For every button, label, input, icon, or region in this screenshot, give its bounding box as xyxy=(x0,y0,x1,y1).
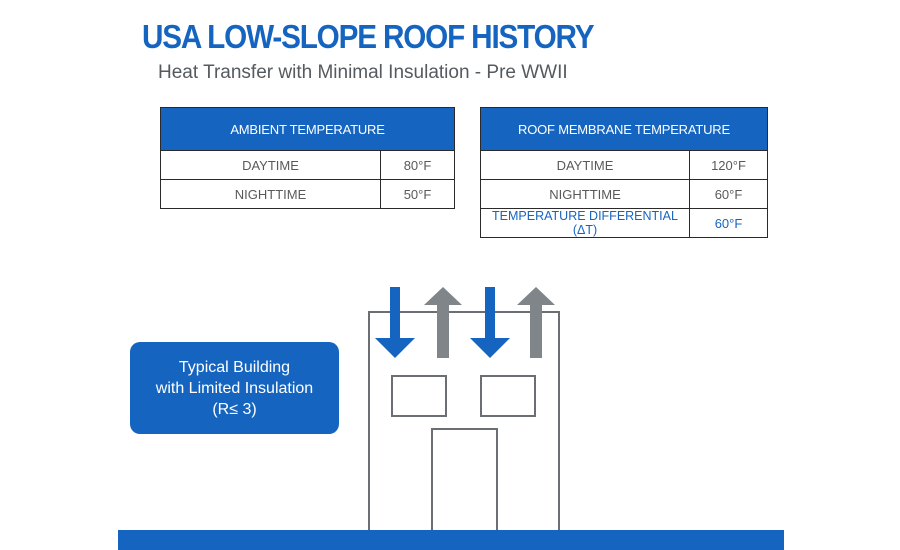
callout-line-2: with Limited Insulation xyxy=(155,379,314,397)
temperature-differential-value: 60°F xyxy=(689,208,768,238)
ambient-nighttime-value: 50°F xyxy=(379,179,456,209)
callout-line-3: (R≤ 3) xyxy=(212,400,257,418)
page-subtitle: Heat Transfer with Minimal Insulation - … xyxy=(158,62,568,83)
ambient-daytime-value: 80°F xyxy=(379,150,456,180)
building-door xyxy=(431,428,498,533)
page-title: USA LOW-SLOPE ROOF HISTORY xyxy=(142,18,595,55)
membrane-daytime-value: 120°F xyxy=(689,150,768,180)
arrow-up-icon xyxy=(424,287,462,358)
ambient-temperature-table: AMBIENT TEMPERATURE DAYTIME 80°F NIGHTTI… xyxy=(159,107,456,209)
roof-membrane-temperature-table: ROOF MEMBRANE TEMPERATURE DAYTIME 120°F … xyxy=(480,107,768,238)
table-row: NIGHTTIME 50°F xyxy=(160,179,456,209)
arrow-down-icon xyxy=(470,287,510,358)
arrow-up-icon xyxy=(517,287,555,358)
table-row: DAYTIME 80°F xyxy=(160,150,456,180)
membrane-table-header: ROOF MEMBRANE TEMPERATURE xyxy=(480,107,768,151)
table-row: TEMPERATURE DIFFERENTIAL (ΔT) 60°F xyxy=(480,208,768,238)
ambient-table-header: AMBIENT TEMPERATURE xyxy=(159,107,456,151)
ambient-nighttime-label: NIGHTTIME xyxy=(160,179,381,209)
building-callout: Typical Building with Limited Insulation… xyxy=(130,342,339,434)
ground-bar xyxy=(118,530,784,550)
ambient-daytime-label: DAYTIME xyxy=(160,150,381,180)
arrow-down-icon xyxy=(375,287,415,358)
building-window-right xyxy=(480,375,536,417)
callout-line-1: Typical Building xyxy=(178,358,291,376)
temperature-differential-label: TEMPERATURE DIFFERENTIAL (ΔT) xyxy=(480,208,690,238)
building-window-left xyxy=(391,375,447,417)
